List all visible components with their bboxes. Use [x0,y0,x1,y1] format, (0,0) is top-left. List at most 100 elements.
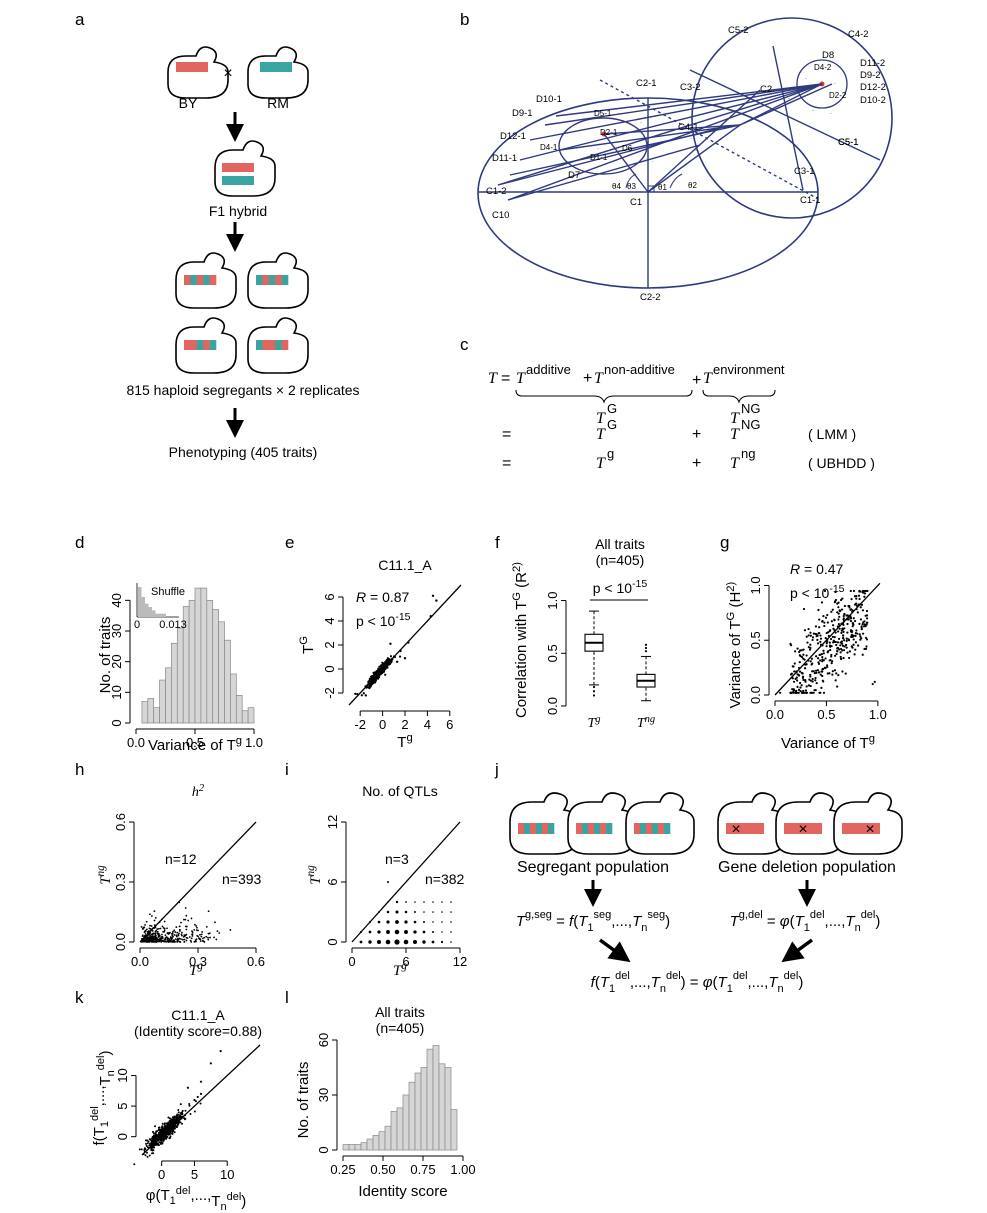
cell [567,792,637,855]
scatter-point [423,901,425,903]
diagram-label: C4-1 [678,122,699,133]
label-phenotyping: Phenotyping (405 traits) [169,444,318,460]
scatter-point [184,918,187,921]
scatter-point [822,691,826,694]
scatter-point [167,937,170,940]
scatter-point [843,639,846,642]
scatter-point [207,932,210,935]
scatter-point [835,643,838,647]
upper-circle [691,17,893,219]
scatter-point [173,1123,176,1126]
chromosome-segment [548,823,555,834]
scatter-point [842,620,846,623]
scatter-point [843,645,846,648]
scatter-point [837,618,840,621]
diagram-label: D4-2 [814,63,832,72]
eq-t: T [488,370,498,387]
scatter-point [802,657,805,660]
scatter-point [389,655,393,658]
histogram-bar [396,1107,404,1151]
scatter-point [387,901,389,903]
scatter-point [837,606,840,609]
histogram-bar [432,1045,440,1151]
scatter-point [793,670,796,673]
scatter-point [176,1116,179,1119]
scatter-point [811,677,814,681]
scatter-point [178,932,180,935]
scatter-point [359,930,363,934]
panel-label-k: k [75,988,84,1007]
scatter-point [150,1149,153,1152]
scatter-point [800,684,803,687]
chromosome-segment [518,823,525,834]
scatter-point [811,670,814,673]
histogram-bar [212,609,219,724]
x-tick-label: 10 [220,1167,234,1182]
x-tick-label: 0.5 [817,707,835,722]
panel-label-j: j [494,760,499,779]
scatter-point [403,657,407,660]
scatter-point [815,655,818,658]
scatter-point [373,671,376,674]
chromosome-segment [256,340,263,350]
scatter-point [164,1137,167,1140]
scatter-point [851,635,854,638]
scatter-point [365,686,368,689]
diagram-label: C1-2 [486,186,507,197]
scatter-point [158,921,161,924]
x-axis-label: Variance of Tg [781,733,875,752]
scatter-point [826,672,829,675]
y-tick-label: 0.3 [113,873,128,891]
scatter-point [840,642,844,645]
scatter-point [796,673,799,676]
scatter-point [846,651,849,654]
scatter-point [157,1132,160,1135]
diagram-label: D7 [568,170,580,181]
scatter-point [840,647,843,651]
identity-scheme: Segregant population Gene deletion popul… [509,792,903,995]
chromosome [784,823,822,834]
diagram-label: C2 [760,84,772,95]
histogram-bar [384,1125,392,1151]
scatter-point [169,1135,172,1138]
outlier-point [592,690,596,693]
scatter-point [173,1127,176,1130]
diagram-label: C5-2 [728,25,749,36]
scatter-point [140,926,143,928]
scatter-point [834,600,837,603]
scatter-point [811,662,814,665]
diagram-label: D9-2 [860,70,881,81]
scatter-point [843,627,846,630]
chromosome-segment [196,275,204,285]
scatter-point [183,1114,186,1117]
diagram-label: θ1 [658,183,667,192]
scatter-point [827,631,830,634]
scatter-point [194,1100,197,1103]
scatter-point [163,938,166,941]
y-tick-label: 0 [322,665,337,672]
line-d9 [544,83,823,126]
segregant-cell [175,317,237,374]
line-d10 [555,83,823,117]
scatter-point [809,673,812,676]
scatter-point [826,640,829,643]
scatter-point [172,940,174,943]
scatter-point [817,661,820,664]
scatter-point [789,673,793,676]
scatter-point [183,938,186,941]
chromosome-segment [634,823,641,834]
scatter-point [821,674,824,678]
scatter-point [208,932,211,935]
line-d11 [519,83,823,161]
panel-label-f: f [495,533,500,552]
histogram-bar [230,673,237,724]
angle-marker: · [615,158,617,164]
scatter-point [150,1139,153,1142]
histogram-bar [450,1109,458,1151]
scatter-point [177,938,180,941]
scatter-point [803,629,807,632]
scatter-point [837,674,840,677]
outlier-point [644,646,648,650]
